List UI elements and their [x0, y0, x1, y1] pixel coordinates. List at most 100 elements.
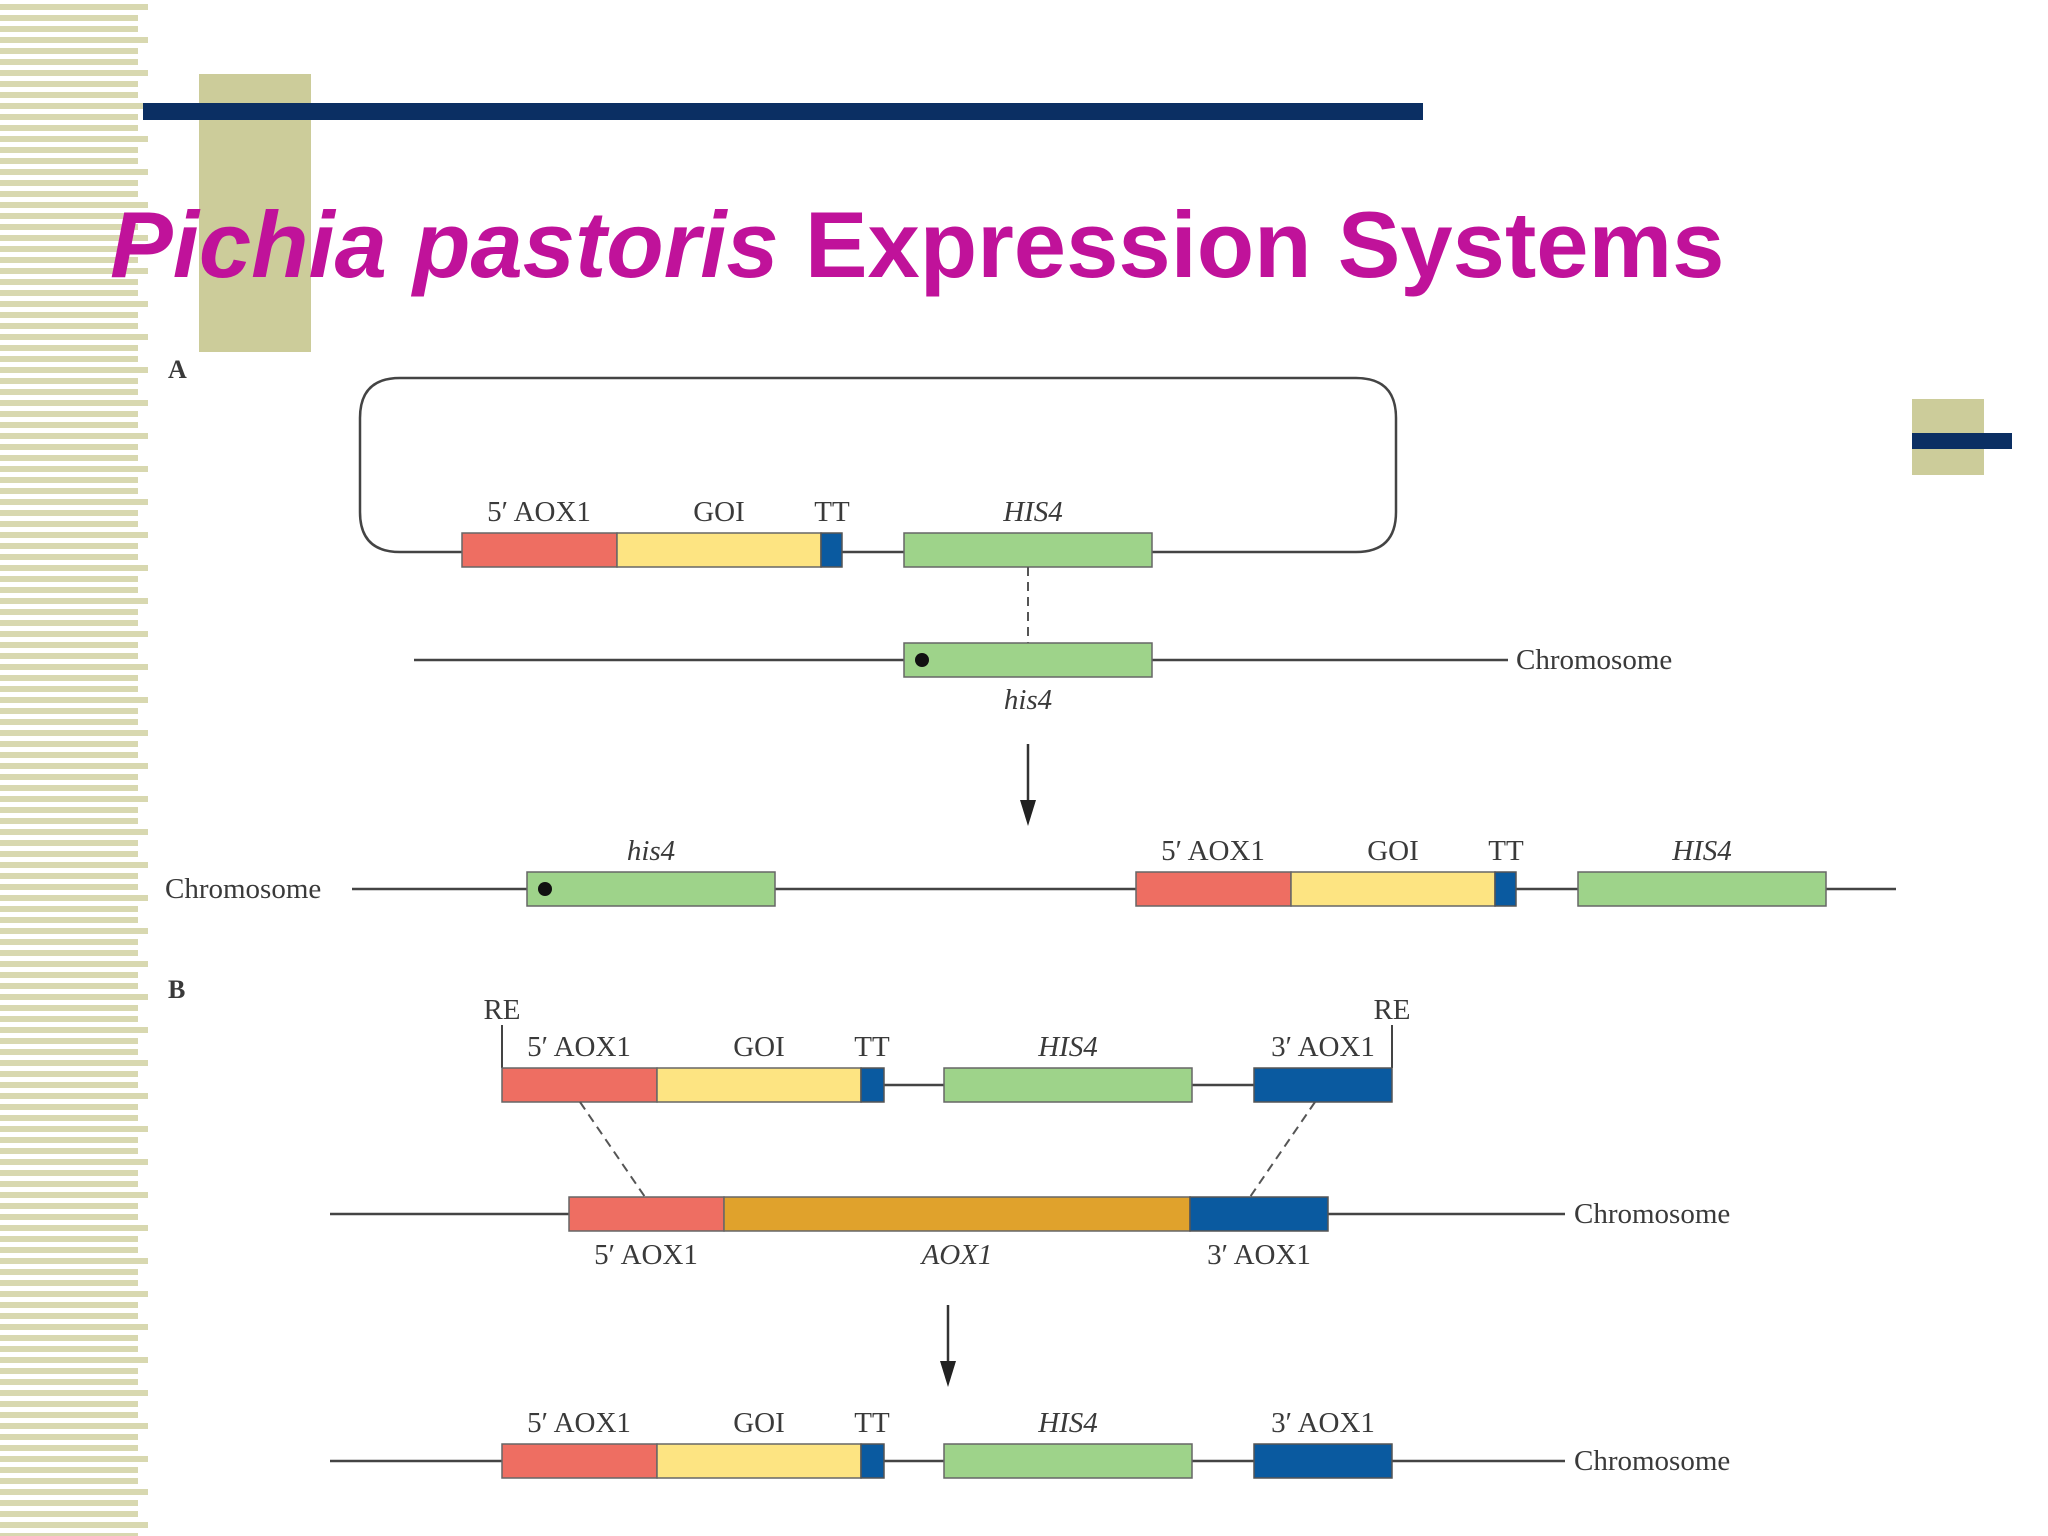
stripe: [0, 26, 138, 32]
stripe: [0, 136, 148, 142]
stripe: [0, 246, 138, 252]
stripe: [0, 642, 138, 648]
cassette-his4-label: HIS4: [1037, 1031, 1098, 1063]
stripe: [0, 367, 148, 373]
stripe: [0, 708, 138, 714]
stripe: [0, 59, 138, 65]
stripe: [0, 466, 148, 472]
stripe: [0, 1533, 138, 1536]
re-right-label: RE: [1373, 994, 1410, 1026]
stripe: [0, 1522, 148, 1528]
chromosome-aox1-3-label: 3′ AOX1: [1207, 1239, 1311, 1271]
stripe: [0, 631, 148, 637]
stripe: [0, 92, 138, 98]
stripe: [0, 411, 138, 417]
stripe: [0, 1203, 138, 1209]
stripe: [0, 598, 148, 604]
re-left-label: RE: [483, 994, 520, 1026]
stripe: [0, 15, 138, 21]
stripe: [0, 961, 148, 967]
plasmid-aox1-label: 5′ AOX1: [487, 496, 591, 528]
result-b-his4-label: HIS4: [1037, 1407, 1098, 1439]
result-a-his4: [526, 871, 776, 907]
cassette-goi: [656, 1067, 862, 1103]
result-a-mutation-dot: [538, 882, 552, 896]
stripe: [0, 983, 138, 989]
stripe: [0, 1346, 138, 1352]
stripe: [0, 1027, 148, 1033]
result-a-chromosome-label: Chromosome: [165, 873, 321, 905]
plasmid-goi-label: GOI: [693, 496, 745, 528]
stripe: [0, 576, 138, 582]
stripe: [0, 972, 138, 978]
stripe: [0, 1071, 138, 1077]
stripe: [0, 895, 148, 901]
title-rule: [143, 103, 1423, 120]
stripe: [0, 1423, 148, 1429]
stripe: [0, 609, 138, 615]
cassette-tt: [860, 1067, 885, 1103]
stripe: [0, 169, 148, 175]
stripe: [0, 1016, 138, 1022]
result-a-aox1-label: 5′ AOX1: [1161, 835, 1265, 867]
stripe: [0, 433, 148, 439]
stripe: [0, 697, 148, 703]
result-b-aox1-3prime: [1253, 1443, 1393, 1479]
stripe: [0, 554, 138, 560]
stripe: [0, 389, 138, 395]
stripe: [0, 917, 138, 923]
result-a-goi-label: GOI: [1367, 835, 1419, 867]
stripe: [0, 1137, 138, 1143]
stripe: [0, 1038, 138, 1044]
stripe: [0, 4, 148, 10]
stripe: [0, 378, 138, 384]
chromosome-aox1-5-label: 5′ AOX1: [594, 1239, 698, 1271]
crossover-line-b-right: [1249, 1101, 1316, 1198]
stripe: [0, 257, 138, 263]
result-a-aox1-promoter: [1135, 871, 1292, 907]
slide-title: Pichia pastoris Expression Systems: [110, 190, 1724, 300]
result-b-aox1-3-label: 3′ AOX1: [1271, 1407, 1375, 1439]
stripe: [0, 1115, 138, 1121]
stripe: [0, 1500, 138, 1506]
stripe: [0, 851, 138, 857]
plasmid-his4: [903, 532, 1153, 568]
stripe: [0, 675, 138, 681]
stripe: [0, 565, 148, 571]
stripe: [0, 81, 138, 87]
stripe: [0, 1324, 148, 1330]
plasmid-tt-label: TT: [814, 496, 850, 528]
stripe: [0, 796, 148, 802]
cassette-tt-label: TT: [854, 1031, 890, 1063]
panel-a-label: A: [168, 355, 187, 384]
stripe: [0, 587, 138, 593]
stripe: [0, 818, 138, 824]
cassette-aox1-3-label: 3′ AOX1: [1271, 1031, 1375, 1063]
stripe: [0, 653, 138, 659]
result-b-tt-label: TT: [854, 1407, 890, 1439]
stripe: [0, 1192, 148, 1198]
stripe: [0, 323, 138, 329]
stripe: [0, 312, 138, 318]
stripe: [0, 48, 138, 54]
stripe: [0, 873, 138, 879]
stripe: [0, 521, 138, 527]
stripe: [0, 1467, 138, 1473]
result-b-aox1-label: 5′ AOX1: [527, 1407, 631, 1439]
stripe: [0, 807, 138, 813]
right-corner-decoration: [1912, 399, 2012, 475]
stripe: [0, 1236, 138, 1242]
result-a-tt-label: TT: [1488, 835, 1524, 867]
stripe: [0, 752, 138, 758]
stripe: [0, 664, 148, 670]
plasmid-his4-label: HIS4: [1002, 496, 1063, 528]
result-b-aox1-promoter: [501, 1443, 658, 1479]
chromosome-his4-label: his4: [1004, 684, 1052, 716]
stripe: [0, 774, 138, 780]
stripe: [0, 1412, 138, 1418]
stripe: [0, 1049, 138, 1055]
stripe: [0, 1269, 138, 1275]
stripe: [0, 114, 138, 120]
stripe: [0, 1291, 148, 1297]
stripe: [0, 477, 138, 483]
